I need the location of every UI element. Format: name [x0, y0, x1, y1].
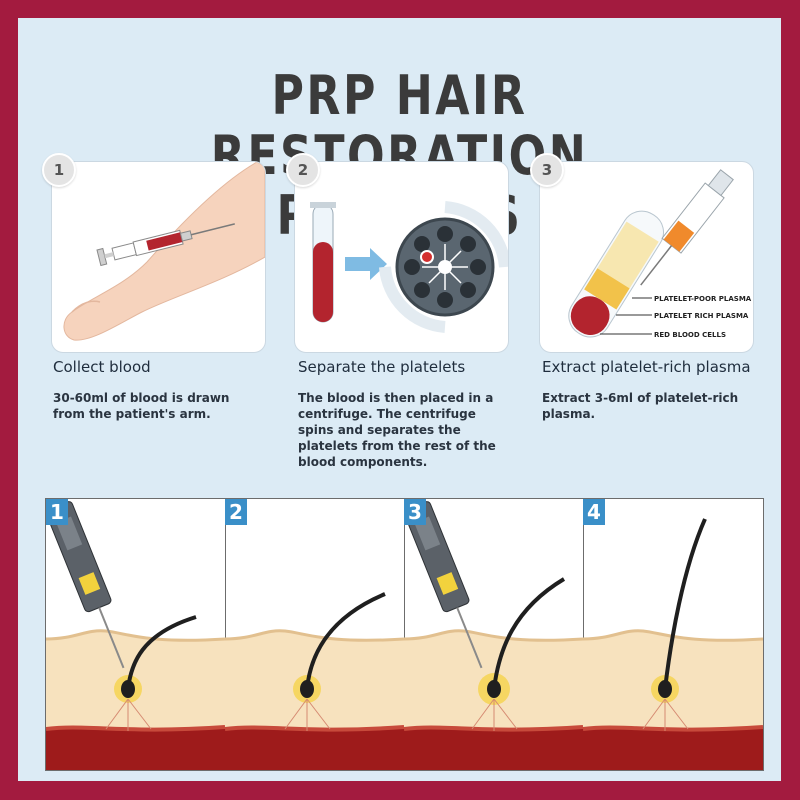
- skin-follicle-illustration: [583, 499, 763, 770]
- step-3-card: PLATELET-POOR PLASMA PLATELET RICH PLASM…: [539, 161, 754, 353]
- step-2-description: The blood is then placed in a centrifuge…: [298, 390, 503, 470]
- step-1-badge: 1: [42, 153, 76, 187]
- skin-follicle-illustration: [225, 499, 404, 770]
- panel-2-number: 2: [225, 499, 247, 525]
- skin-injection-illustration: [46, 499, 225, 770]
- panel-1-number: 1: [46, 499, 68, 525]
- extraction-illustration: PLATELET-POOR PLASMA PLATELET RICH PLASM…: [540, 162, 753, 352]
- centrifuge-illustration: [295, 162, 508, 352]
- infographic-frame: PRP HAIR RESTORATION PROCESS 1 Collect b…: [18, 18, 781, 781]
- panel-3: 3: [404, 499, 584, 770]
- label-platelet-rich: PLATELET RICH PLASMA: [654, 312, 749, 320]
- label-platelet-poor: PLATELET-POOR PLASMA: [654, 295, 752, 303]
- step-2-badge: 2: [286, 153, 320, 187]
- step-3-description: Extract 3-6ml of platelet-rich plasma.: [542, 390, 747, 422]
- step-3-badge: 3: [530, 153, 564, 187]
- panel-4-number: 4: [583, 499, 605, 525]
- panel-3-number: 3: [404, 499, 426, 525]
- test-tube-icon: [561, 204, 671, 345]
- label-red-blood-cells: RED BLOOD CELLS: [654, 331, 726, 339]
- step-1-title: Collect blood: [53, 358, 151, 376]
- arm-shape: [64, 162, 265, 340]
- step-1-description: 30-60ml of blood is drawn from the patie…: [53, 390, 253, 422]
- arm-syringe-illustration: [52, 162, 265, 352]
- skin-injection-illustration: [404, 499, 583, 770]
- panel-2: 2: [225, 499, 405, 770]
- step-2-card: [294, 161, 509, 353]
- treatment-panels: 1 2: [45, 498, 764, 771]
- step-2-title: Separate the platelets: [298, 358, 465, 376]
- panel-1: 1: [46, 499, 226, 770]
- step-3-title: Extract platelet-rich plasma: [542, 358, 751, 376]
- panel-4: 4: [583, 499, 763, 770]
- step-1-card: [51, 161, 266, 353]
